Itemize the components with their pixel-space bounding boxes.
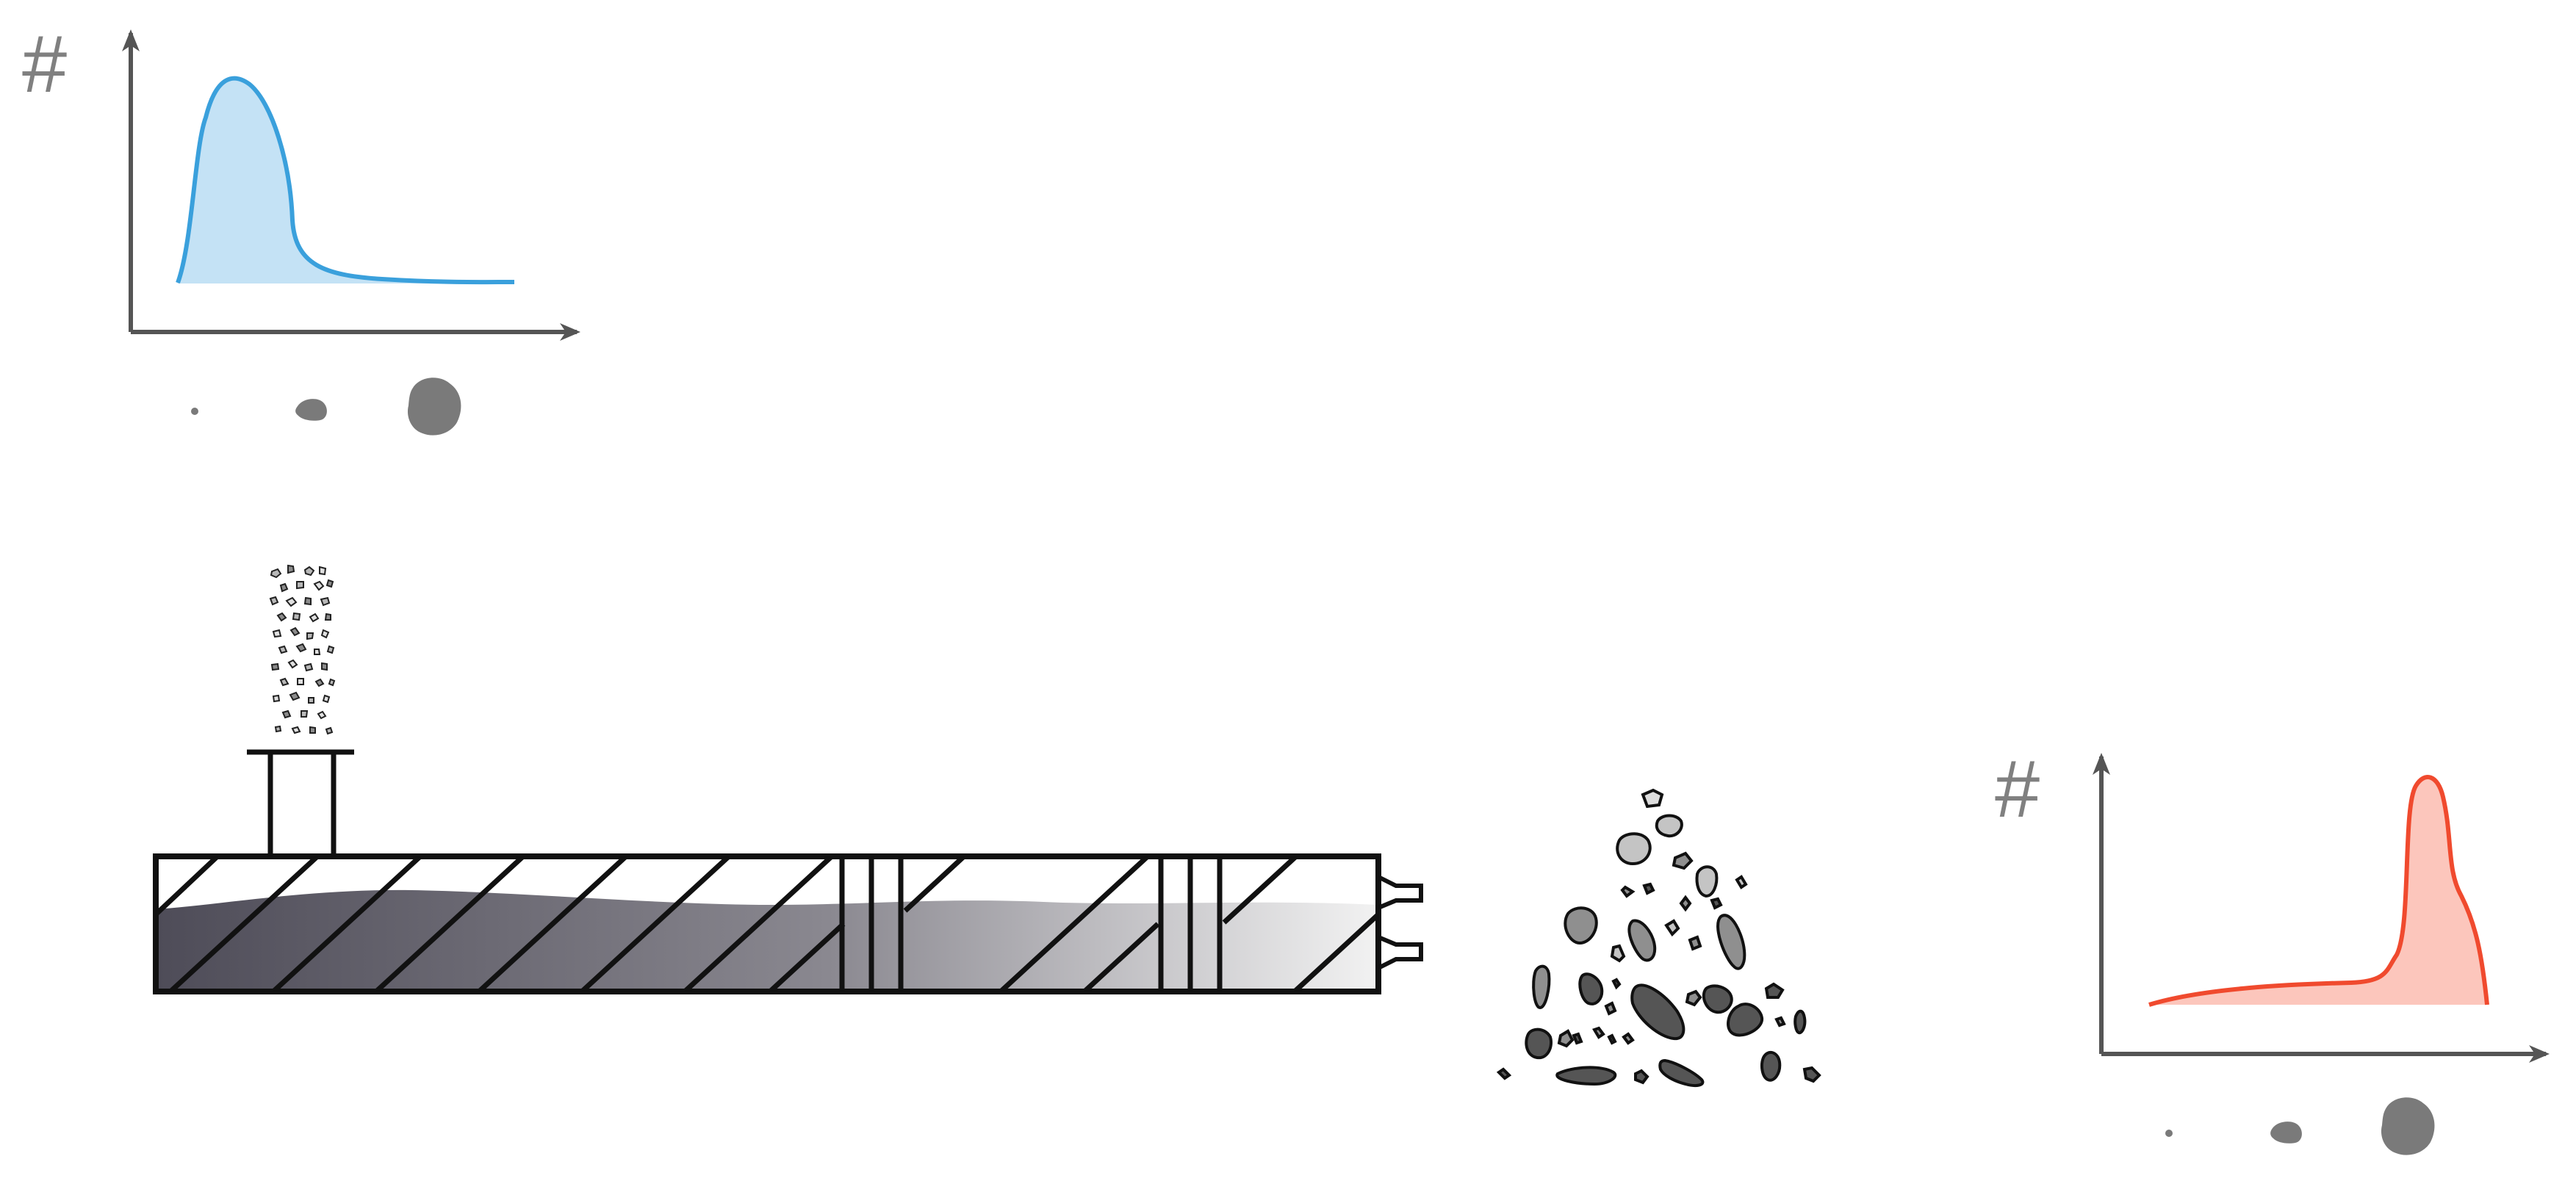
input-distribution-chart: # (22, 19, 580, 436)
input-x-axis-arrow (560, 323, 580, 341)
output-distribution-fill (2149, 777, 2487, 1005)
hopper-icon (247, 749, 354, 856)
medium-particle-icon (2270, 1122, 2302, 1144)
input-axes (129, 33, 577, 334)
die-outlet-icon (1377, 875, 1423, 970)
screw-flights-icon (156, 856, 1378, 992)
barrel-outline (153, 853, 1381, 994)
input-count-symbol: # (22, 19, 67, 109)
granule-pile-icon (1496, 788, 1821, 1087)
kneading-blocks (839, 856, 1223, 992)
large-particle-icon (2381, 1097, 2435, 1155)
input-y-axis-arrow (122, 29, 140, 51)
small-particle-icon (191, 408, 198, 415)
small-particle-icon (2165, 1130, 2173, 1137)
output-x-axis-arrow (2529, 1045, 2550, 1063)
extruder-barrel-icon (153, 853, 1423, 994)
output-axes (2099, 756, 2546, 1056)
output-count-symbol: # (1995, 744, 2040, 834)
melt-material (156, 889, 1378, 992)
input-distribution-fill (178, 78, 514, 284)
medium-particle-icon (295, 399, 327, 421)
output-distribution-chart: # (1995, 744, 2550, 1155)
input-distribution-curve (176, 76, 515, 285)
output-size-legend (2165, 1097, 2435, 1155)
feed-particles-icon (269, 564, 336, 735)
large-particle-icon (407, 378, 461, 436)
input-size-legend (191, 378, 461, 436)
output-distribution-curve (2148, 775, 2489, 1007)
output-y-axis-arrow (2093, 753, 2110, 775)
